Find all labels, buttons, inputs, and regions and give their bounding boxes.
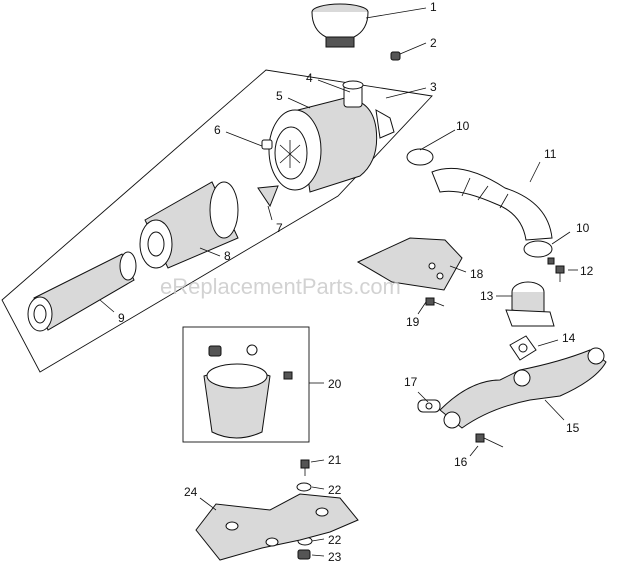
callout-13: 13 [480, 289, 494, 303]
bracket-part [356, 237, 463, 291]
small-bracket-part [417, 399, 441, 413]
nut-part [390, 51, 401, 61]
callout-4: 4 [306, 71, 313, 85]
mounting-clamp-part [203, 344, 293, 439]
intake-adapter-part [505, 281, 555, 327]
vacuator-valve-part [257, 185, 279, 208]
clamp-kit-frame [182, 326, 310, 443]
callout-10-upper: 10 [456, 119, 470, 133]
callout-14: 14 [562, 331, 576, 345]
callout-5: 5 [276, 89, 283, 103]
leader-lines [99, 7, 578, 557]
callout-17: 17 [404, 375, 418, 389]
hose-clamp-part [406, 148, 555, 265]
callout-6: 6 [214, 123, 221, 137]
callout-16: 16 [454, 455, 468, 469]
callout-15: 15 [566, 421, 580, 435]
gasket-part [509, 335, 537, 361]
callout-11: 11 [544, 147, 557, 161]
cover-cap-part [311, 3, 369, 48]
screw-part [555, 265, 565, 282]
callout-3: 3 [430, 80, 437, 94]
safety-filter-part [27, 251, 137, 332]
callout-20: 20 [328, 377, 342, 391]
callout-8: 8 [224, 249, 231, 263]
callout-22-upper: 22 [328, 483, 342, 497]
callout-19: 19 [406, 315, 420, 329]
air-cleaner-housing-part [261, 80, 395, 193]
callout-7: 7 [276, 221, 283, 235]
bolt-part [475, 433, 504, 448]
base-plate-part [195, 493, 359, 561]
callout-24: 24 [184, 485, 198, 499]
callout-18: 18 [470, 267, 484, 281]
air-cleaner-assembly-frame [1, 69, 433, 373]
callout-9: 9 [118, 311, 125, 325]
watermark-text: eReplacementParts.com [160, 274, 401, 299]
intake-manifold-part [439, 347, 607, 429]
primary-filter-part [139, 181, 239, 269]
callout-10-lower: 10 [576, 221, 590, 235]
callout-22-lower: 22 [328, 533, 342, 547]
callout-12: 12 [580, 264, 594, 278]
callout-21: 21 [328, 453, 342, 467]
callout-1: 1 [430, 0, 437, 14]
intake-hose-part [431, 167, 553, 241]
bracket-screw-part [425, 297, 445, 307]
callout-2: 2 [430, 36, 437, 50]
callout-23: 23 [328, 550, 342, 564]
